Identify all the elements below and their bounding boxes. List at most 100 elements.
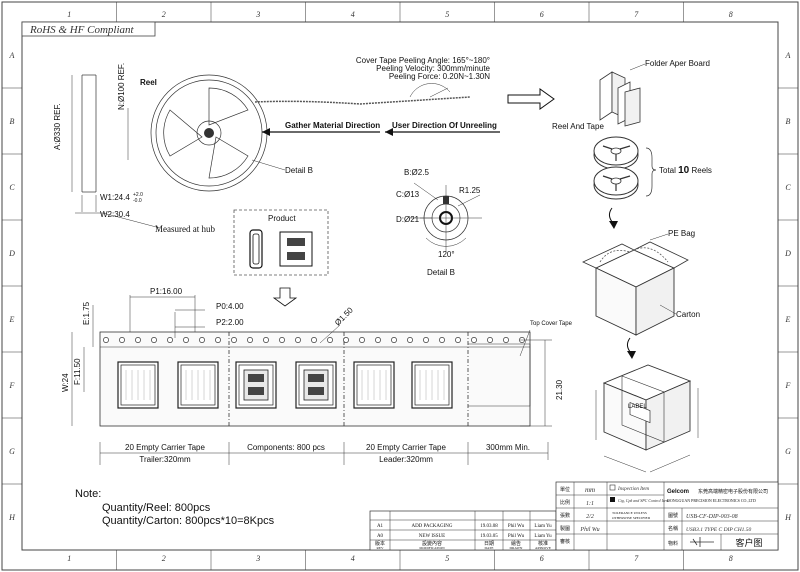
material-label: 物料 xyxy=(668,540,678,547)
sprocket-holes xyxy=(103,337,525,343)
unreeling-direction-label: User Direction Of Unreeling xyxy=(392,121,497,130)
scale-label: 比例 xyxy=(560,499,570,506)
product-top-view xyxy=(279,231,313,267)
peeling-angle: Cover Tape Peeling Angle: 165°~180° xyxy=(356,56,490,65)
zone-column-bottom-4: 4 xyxy=(351,554,355,563)
legend-control: Ctg, Cpk and SPC Control Item xyxy=(618,498,669,504)
total-reels-label: Total 10 Reels xyxy=(659,165,712,176)
revision-table xyxy=(369,510,557,551)
zone-column-top-5: 5 xyxy=(445,10,449,19)
reel-and-tape-label: Reel And Tape xyxy=(552,122,604,131)
title-table xyxy=(555,481,779,551)
sprocket-hole xyxy=(135,337,141,343)
company-name-cn: 东莞高端精密电子股份有限公司 xyxy=(698,488,768,495)
compliance-text: RoHS & HF Compliant xyxy=(29,24,135,36)
peel-angle-arc xyxy=(409,83,451,98)
rev-row-1-date: 19.03.08 xyxy=(480,524,498,529)
check-label: 審核 xyxy=(560,538,570,545)
reel-dim-w1-tol-minus: -0.0 xyxy=(133,198,142,204)
zone-row-left-D: D xyxy=(8,249,15,258)
peeling-velocity: Peeling Velocity: 300mm/minute xyxy=(376,64,490,73)
tape-dim-w: W:24 xyxy=(61,373,70,392)
product-box xyxy=(233,209,329,276)
unit-label: 單位 xyxy=(560,486,570,493)
note-quantity-carton: Quantity/Carton: 800pcs*10=8Kpcs xyxy=(102,515,275,527)
tape-dim-height: 21.30 xyxy=(555,379,564,400)
zone-row-right-E: E xyxy=(785,315,791,324)
rev-row-2-drawn: Phil Wu xyxy=(508,534,525,539)
total-count: 10 xyxy=(678,165,690,176)
zone-row-right-F: F xyxy=(785,381,791,390)
zone-column-top-1: 1 xyxy=(67,10,71,19)
detail-b-dim-b: B:Ø2.5 xyxy=(404,168,429,177)
sprocket-hole xyxy=(103,337,109,343)
tape-dim-f: F:11.50 xyxy=(73,358,82,385)
customer-drawing-label: 客户图 xyxy=(735,537,762,548)
tape-dim-p2: P2:2.00 xyxy=(216,318,244,327)
drawn-label: 製圖 xyxy=(560,525,570,532)
detail-b-dim-r: R1.25 xyxy=(459,186,481,195)
sprocket-hole xyxy=(359,337,365,343)
zone-row-right-H: H xyxy=(784,513,792,522)
rev-header-drawn: 繪告 xyxy=(511,540,521,547)
legend-inspection: Inspection Item xyxy=(617,487,649,492)
segment-trailer-empty: 20 Empty Carrier Tape xyxy=(125,443,205,452)
sprocket-hole xyxy=(119,337,125,343)
segment-components: Components: 800 pcs xyxy=(247,443,325,452)
total-suffix: Reels xyxy=(689,166,712,175)
sprocket-hole xyxy=(263,337,269,343)
rev-row-1-mod: ADD PACKAGING xyxy=(411,524,452,529)
rev-header-date: 日期 xyxy=(484,541,494,547)
tape-dim-e: E:1.75 xyxy=(82,301,91,325)
sheet-value: 2/2 xyxy=(586,514,594,520)
unit-value: mm xyxy=(585,486,595,494)
reel-window-3 xyxy=(163,109,203,157)
sprocket-hole xyxy=(455,337,461,343)
peeling-force: Peeling Force: 0.20N~1.30N xyxy=(389,72,490,81)
sprocket-hole xyxy=(311,337,317,343)
rev-row-2-date: 19.03.05 xyxy=(480,534,498,539)
zone-row-left-C: C xyxy=(9,183,15,192)
zone-row-left-E: E xyxy=(9,315,15,324)
part-name: USB3.1 TYPE C DIP CH1.50 xyxy=(686,527,752,533)
zone-column-bottom-2: 2 xyxy=(162,554,166,563)
detail-b-angle: 120° xyxy=(438,250,455,259)
reel-tape-lead xyxy=(254,96,471,105)
name-label: 名稱 xyxy=(668,525,678,532)
note-title: Note: xyxy=(75,488,101,500)
reel-dim-w2: W2:30.4 xyxy=(100,210,130,219)
zone-row-right-G: G xyxy=(785,447,791,456)
sprocket-hole xyxy=(279,337,285,343)
detail-b-dim-d: D:Ø21 xyxy=(396,215,420,224)
product-label: Product xyxy=(268,214,296,223)
reel-window-2 xyxy=(208,136,249,179)
cover-tape-label: Top Cover Tape xyxy=(530,321,573,327)
measured-at-hub: Measured at hub xyxy=(155,224,215,234)
rev-row-2-rev: A0 xyxy=(377,534,384,539)
tape-dim-p1: P1:16.00 xyxy=(150,287,183,296)
process-arrow-down xyxy=(272,287,298,307)
zone-row-left-B: B xyxy=(10,117,15,126)
zone-row-right-B: B xyxy=(786,117,791,126)
sprocket-hole xyxy=(391,337,397,343)
carton-label: Carton xyxy=(676,310,700,319)
zone-column-top-2: 2 xyxy=(162,10,166,19)
sprocket-hole xyxy=(327,337,333,343)
tolerance-line-1: TOLERANCE UNLESS xyxy=(612,511,647,515)
folder-board-label: Folder Aper Board xyxy=(645,59,710,68)
zone-column-top-3: 3 xyxy=(255,10,260,19)
reel-dim-w1: W1:24.4 xyxy=(100,193,130,202)
zone-row-right-C: C xyxy=(785,183,791,192)
rev-row-1-check: Liam Yu xyxy=(534,524,552,529)
folder-board-drawing xyxy=(599,71,641,127)
drawing-number: USB-CF-DIP-003-08 xyxy=(686,514,738,520)
sprocket-hole xyxy=(343,337,349,343)
sprocket-hole xyxy=(215,337,221,343)
sprocket-hole xyxy=(151,337,157,343)
tape-dim-p0: P0:4.00 xyxy=(216,302,244,311)
zone-row-left-F: F xyxy=(9,381,15,390)
rev-header-rev: 版本 xyxy=(375,540,385,547)
reel-window-1 xyxy=(208,87,249,126)
